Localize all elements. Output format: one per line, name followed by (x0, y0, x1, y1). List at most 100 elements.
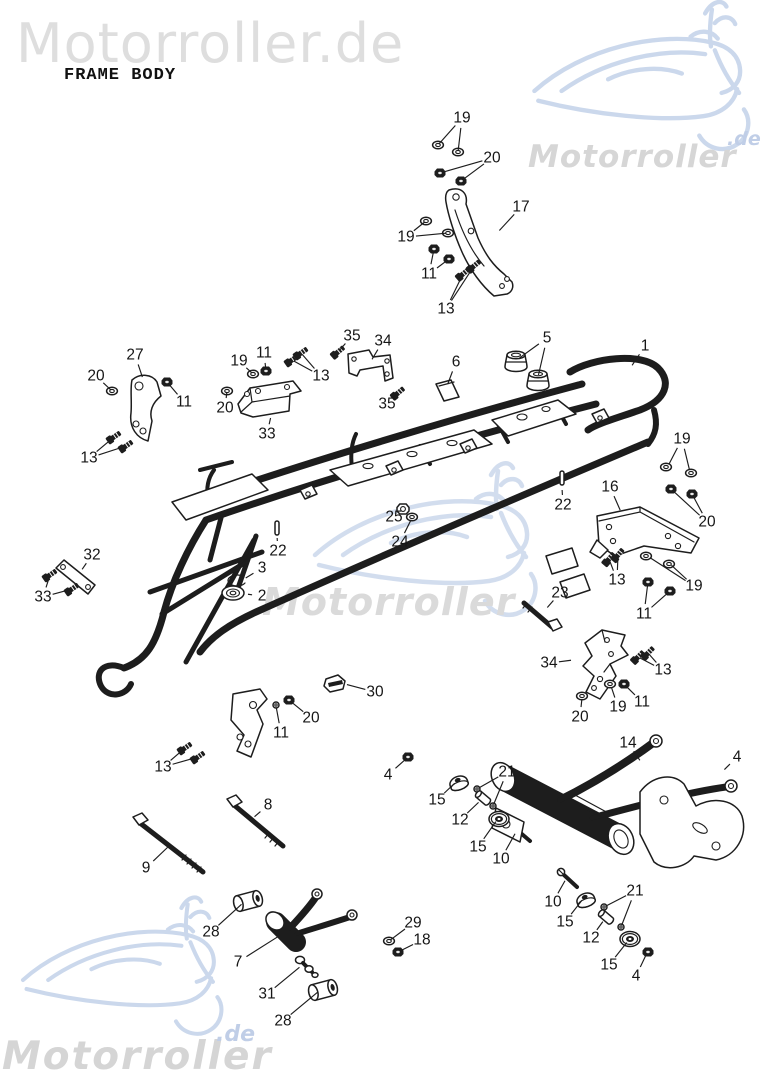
leader-line (338, 343, 346, 351)
hardware-cap (576, 892, 596, 909)
leader-line (390, 928, 406, 941)
leader-line (462, 163, 485, 181)
leader-line (639, 657, 655, 666)
leader-line (399, 943, 414, 952)
leader-line (413, 221, 425, 232)
hardware-p (274, 520, 280, 536)
leader-line (430, 250, 435, 265)
leader-line (570, 900, 583, 915)
hardware-s (630, 650, 645, 665)
hardware-n (686, 489, 698, 499)
leader-line (152, 846, 168, 862)
leader-line (447, 371, 454, 385)
leader-line (293, 360, 313, 372)
hardware-w (575, 691, 589, 701)
leader-line (631, 354, 640, 366)
leader-line (137, 364, 143, 378)
leader-line (98, 446, 125, 456)
part-2-bearing (221, 585, 245, 601)
hardware-w (419, 216, 433, 226)
hardware-s (610, 548, 625, 564)
hardware-n (428, 244, 440, 254)
part-33-bracket (237, 380, 302, 418)
leader-line (301, 354, 315, 369)
leader-line (346, 683, 366, 690)
leader-line (644, 583, 649, 605)
motorroller-logo-watermark: Motorroller.de (16, 12, 405, 75)
leader-line (650, 557, 686, 582)
leader-line (290, 991, 318, 1016)
bolt-23 (521, 600, 563, 632)
brand-watermark-bottom: Motorroller (2, 1034, 273, 1079)
leader-line (170, 748, 184, 761)
leader-line (605, 895, 627, 907)
leader-line (393, 394, 397, 398)
part-34-lower-bracket (582, 629, 629, 700)
hardware-w (659, 462, 673, 472)
hardware-layer (41, 140, 698, 1002)
part-30-clamp (323, 674, 346, 693)
leader-lines (45, 125, 731, 1016)
leader-line (274, 966, 300, 989)
brand-tld-top-right: .de (727, 128, 761, 150)
leader-line (557, 880, 566, 894)
hardware-cap (449, 775, 469, 792)
hardware-s (465, 259, 481, 274)
hardware-w2 (600, 903, 608, 911)
hardware-w (603, 679, 617, 689)
leader-line (498, 213, 515, 231)
brand-tld-bottom: .de (216, 1022, 256, 1047)
leader-line (45, 576, 50, 588)
leader-line (415, 232, 447, 237)
leader-line (609, 560, 614, 571)
hardware-bush (232, 889, 264, 913)
hardware-w (382, 936, 396, 946)
leader-line (218, 903, 242, 926)
leader-line (683, 448, 691, 471)
leader-line (466, 801, 479, 814)
leader-line (225, 392, 228, 399)
hardware-w (105, 386, 119, 396)
hardware-w (405, 512, 419, 522)
bolt-8 (226, 794, 286, 849)
frame-plates (171, 399, 610, 599)
part-14-swingarm (490, 734, 745, 869)
leader-line (519, 343, 540, 359)
leader-line (81, 562, 87, 570)
leader-line (671, 564, 688, 580)
leader-line (639, 954, 647, 968)
leader-line (290, 700, 304, 713)
leader-line (438, 125, 456, 144)
leader-line (247, 593, 253, 596)
lower-left-bracket (230, 688, 268, 758)
leader-line (264, 362, 267, 370)
hardware-p (559, 470, 565, 486)
leader-line (96, 437, 113, 453)
hardware-ring (488, 810, 510, 828)
leader-line (614, 942, 628, 958)
leader-line (651, 591, 669, 608)
hardware-s (640, 646, 655, 661)
hardware-w2 (272, 701, 280, 709)
hardware-s (41, 569, 58, 583)
leader-line (724, 763, 731, 770)
hardware-w2 (617, 923, 625, 931)
leader-line (245, 367, 252, 374)
hardware-ring (619, 930, 641, 948)
leader-line (268, 417, 272, 425)
hardware-s (189, 751, 206, 765)
leader-line (167, 383, 178, 395)
leader-line (616, 556, 619, 571)
hardware-s (292, 347, 309, 361)
part-6-strip (435, 379, 460, 402)
leader-line (613, 495, 621, 511)
hardware-n (392, 947, 404, 957)
part-16-bracket (589, 506, 700, 559)
leader-line (692, 495, 703, 514)
leader-line (275, 707, 280, 724)
hardware-n (642, 577, 654, 587)
leader-line (625, 685, 636, 696)
leader-line (441, 160, 483, 173)
leader-line (493, 781, 504, 805)
